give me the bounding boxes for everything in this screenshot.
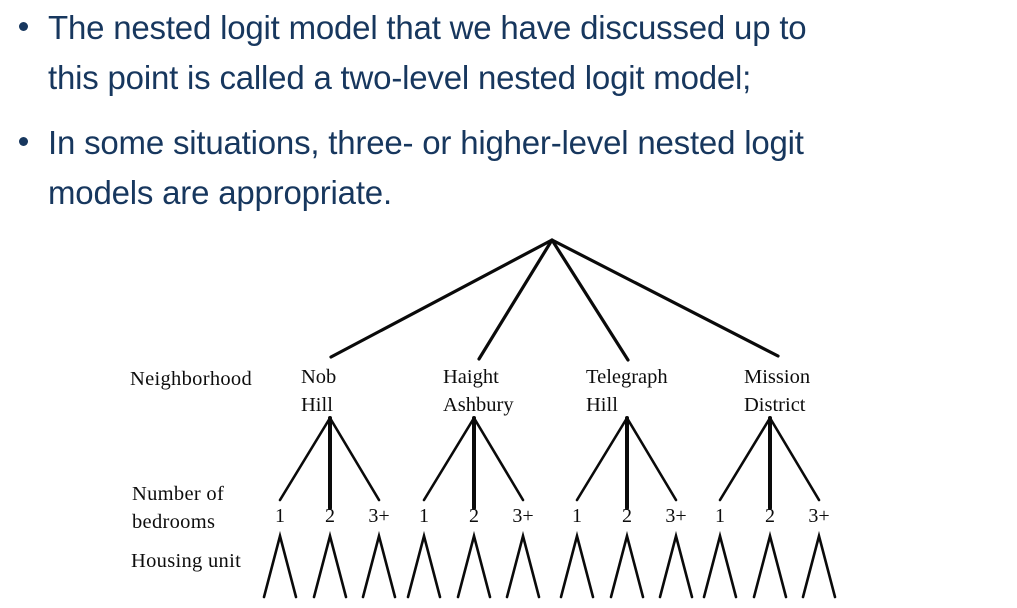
bullet-list: The nested logit model that we have disc… (0, 3, 1010, 218)
housing-unit-chevron (658, 530, 694, 599)
bullet-1-line-1: The nested logit model that we have disc… (48, 9, 807, 46)
bullet-1-line-2: this point is called a two-level nested … (48, 59, 752, 96)
node-label-line: Hill (586, 393, 618, 416)
bullet-item-1: The nested logit model that we have disc… (0, 3, 1010, 103)
node-label-mission-district: Mission District (744, 364, 810, 419)
housing-unit-branches (262, 530, 837, 599)
row-label-neighborhood: Neighborhood (130, 368, 253, 390)
housing-unit-chevron (406, 530, 442, 599)
bullet-text-2: In some situations, three- or higher-lev… (48, 118, 804, 218)
bedroom-count-label: 1 (419, 505, 429, 527)
row-label-number-of-bedrooms: Number of bedrooms (132, 480, 224, 536)
node-label-nob-hill: Nob Hill (301, 364, 336, 419)
bullet-text-1: The nested logit model that we have disc… (48, 3, 807, 103)
bedroom-count-label: 2 (469, 505, 479, 527)
bullet-2-line-1: In some situations, three- or higher-lev… (48, 124, 804, 161)
node-label-line: Hill (301, 393, 333, 416)
node-label-line: Mission (744, 366, 811, 388)
bedroom-branch-line (575, 416, 629, 502)
root-branch-line (329, 238, 554, 359)
bedroom-count-label: 1 (572, 505, 582, 527)
bedroom-count-label: 1 (715, 505, 725, 527)
housing-unit-chevron (609, 530, 645, 599)
housing-unit-chevron (312, 530, 348, 599)
bedroom-count-label: 2 (325, 505, 335, 527)
root-branch-line (550, 238, 780, 358)
row-label-number-of-bedrooms-line-1: Number of (132, 483, 225, 505)
bedroom-branch-line (625, 416, 678, 502)
housing-unit-chevron (559, 530, 595, 599)
bedroom-count-label: 3+ (665, 505, 687, 527)
node-label-line: Nob (301, 366, 337, 388)
bedroom-branch-line (278, 416, 332, 502)
housing-unit-chevron (752, 530, 788, 599)
bedroom-branch-line (768, 416, 821, 502)
root-branches (329, 238, 780, 362)
housing-unit-chevron (456, 530, 492, 599)
bedroom-count-label: 3+ (808, 505, 830, 527)
bedroom-branch-line (472, 416, 525, 502)
housing-unit-chevron (505, 530, 541, 599)
bedroom-branches (278, 416, 821, 510)
bullet-2-line-2: models are appropriate. (48, 174, 392, 211)
node-label-line: District (744, 393, 806, 416)
bedroom-count-label: 3+ (512, 505, 534, 527)
bullet-item-2: In some situations, three- or higher-lev… (0, 118, 1010, 218)
bullet-dot (19, 137, 28, 146)
bedroom-branch-line (718, 416, 772, 502)
bedroom-count-label: 3+ (368, 505, 390, 527)
node-label-haight-ashbury: Haight Ashbury (443, 364, 514, 419)
node-label-line: Telegraph (586, 366, 668, 388)
row-label-housing-unit: Housing unit (131, 550, 242, 572)
housing-unit-chevron (702, 530, 738, 599)
bullet-dot (19, 22, 28, 31)
node-label-line: Haight (443, 366, 499, 388)
root-branch-line (550, 238, 630, 362)
housing-unit-chevron (801, 530, 837, 599)
bedroom-count-label: 1 (275, 505, 285, 527)
node-label-telegraph-hill: Telegraph Hill (586, 364, 668, 419)
node-label-line: Ashbury (443, 393, 514, 416)
housing-unit-chevron (262, 530, 298, 599)
bedroom-branch-line (422, 416, 476, 502)
bedroom-branch-line (328, 416, 381, 502)
bedroom-count-label: 2 (765, 505, 775, 527)
bedroom-count-label: 2 (622, 505, 632, 527)
root-branch-line (477, 238, 554, 361)
row-label-number-of-bedrooms-line-2: bedrooms (132, 511, 216, 533)
housing-unit-chevron (361, 530, 397, 599)
